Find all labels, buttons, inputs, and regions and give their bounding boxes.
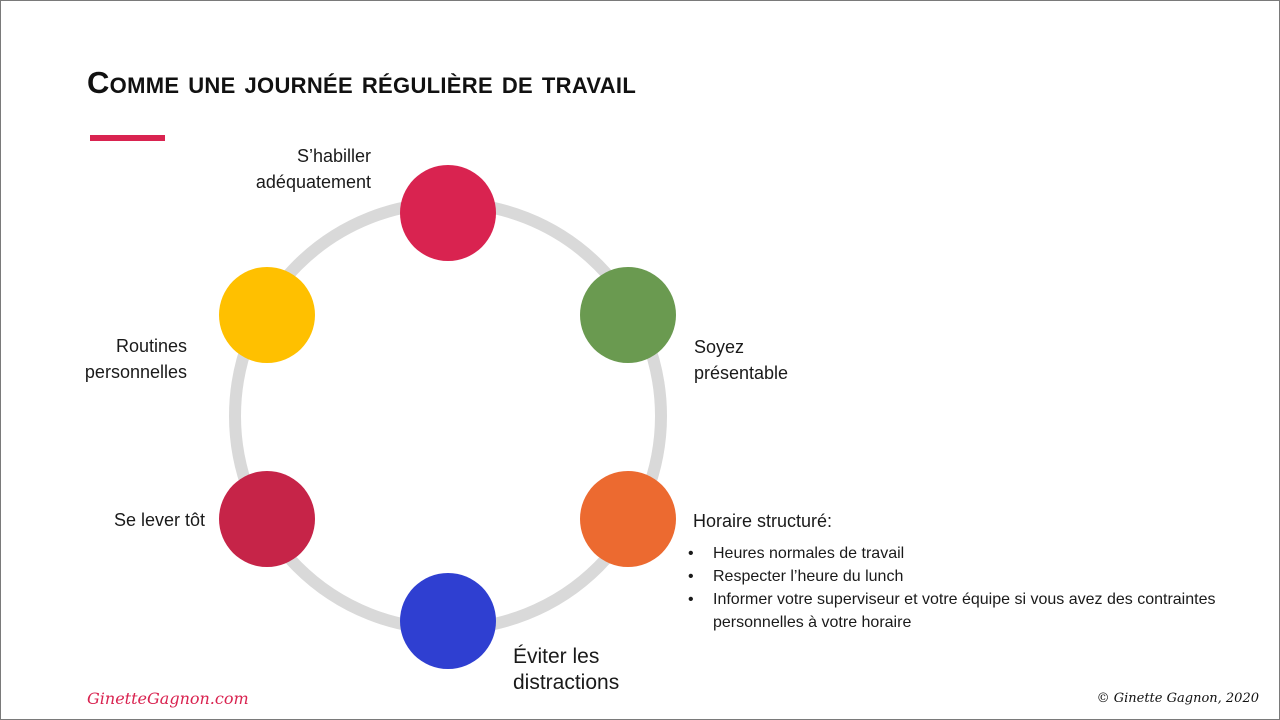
cycle-ring: [229, 197, 667, 635]
node-schedule-circle: [580, 471, 676, 567]
node-distractions-label: Éviter les distractions: [513, 645, 620, 694]
footer-copyright: © Ginette Gagnon, 2020: [1096, 691, 1259, 706]
node-schedule-label: Horaire structuré:: [693, 511, 833, 531]
schedule-bullet: Respecter l’heure du lunch: [687, 565, 1267, 588]
node-presentable-label: Soyez présentable: [694, 337, 789, 383]
node-dress-label: S’habiller adéquatement: [255, 146, 371, 192]
node-wake-label: Se lever tôt: [113, 510, 205, 530]
node-routines-label: Routines personnelles: [84, 336, 187, 382]
node-wake-circle: [219, 471, 315, 567]
schedule-bullet: Heures normales de travail: [687, 542, 1267, 565]
slide-title: Comme une journée régulière de travail: [87, 65, 637, 100]
schedule-bullet: Informer votre superviseur et votre équi…: [687, 588, 1267, 634]
title-accent-bar: [90, 135, 165, 141]
node-routines-circle: [219, 267, 315, 363]
schedule-bullet-list: Heures normales de travail Respecter l’h…: [687, 542, 1267, 634]
node-dress-circle: [400, 165, 496, 261]
footer-website-link[interactable]: GinetteGagnon.com: [87, 689, 249, 708]
node-distractions-circle: [400, 573, 496, 669]
node-presentable-circle: [580, 267, 676, 363]
